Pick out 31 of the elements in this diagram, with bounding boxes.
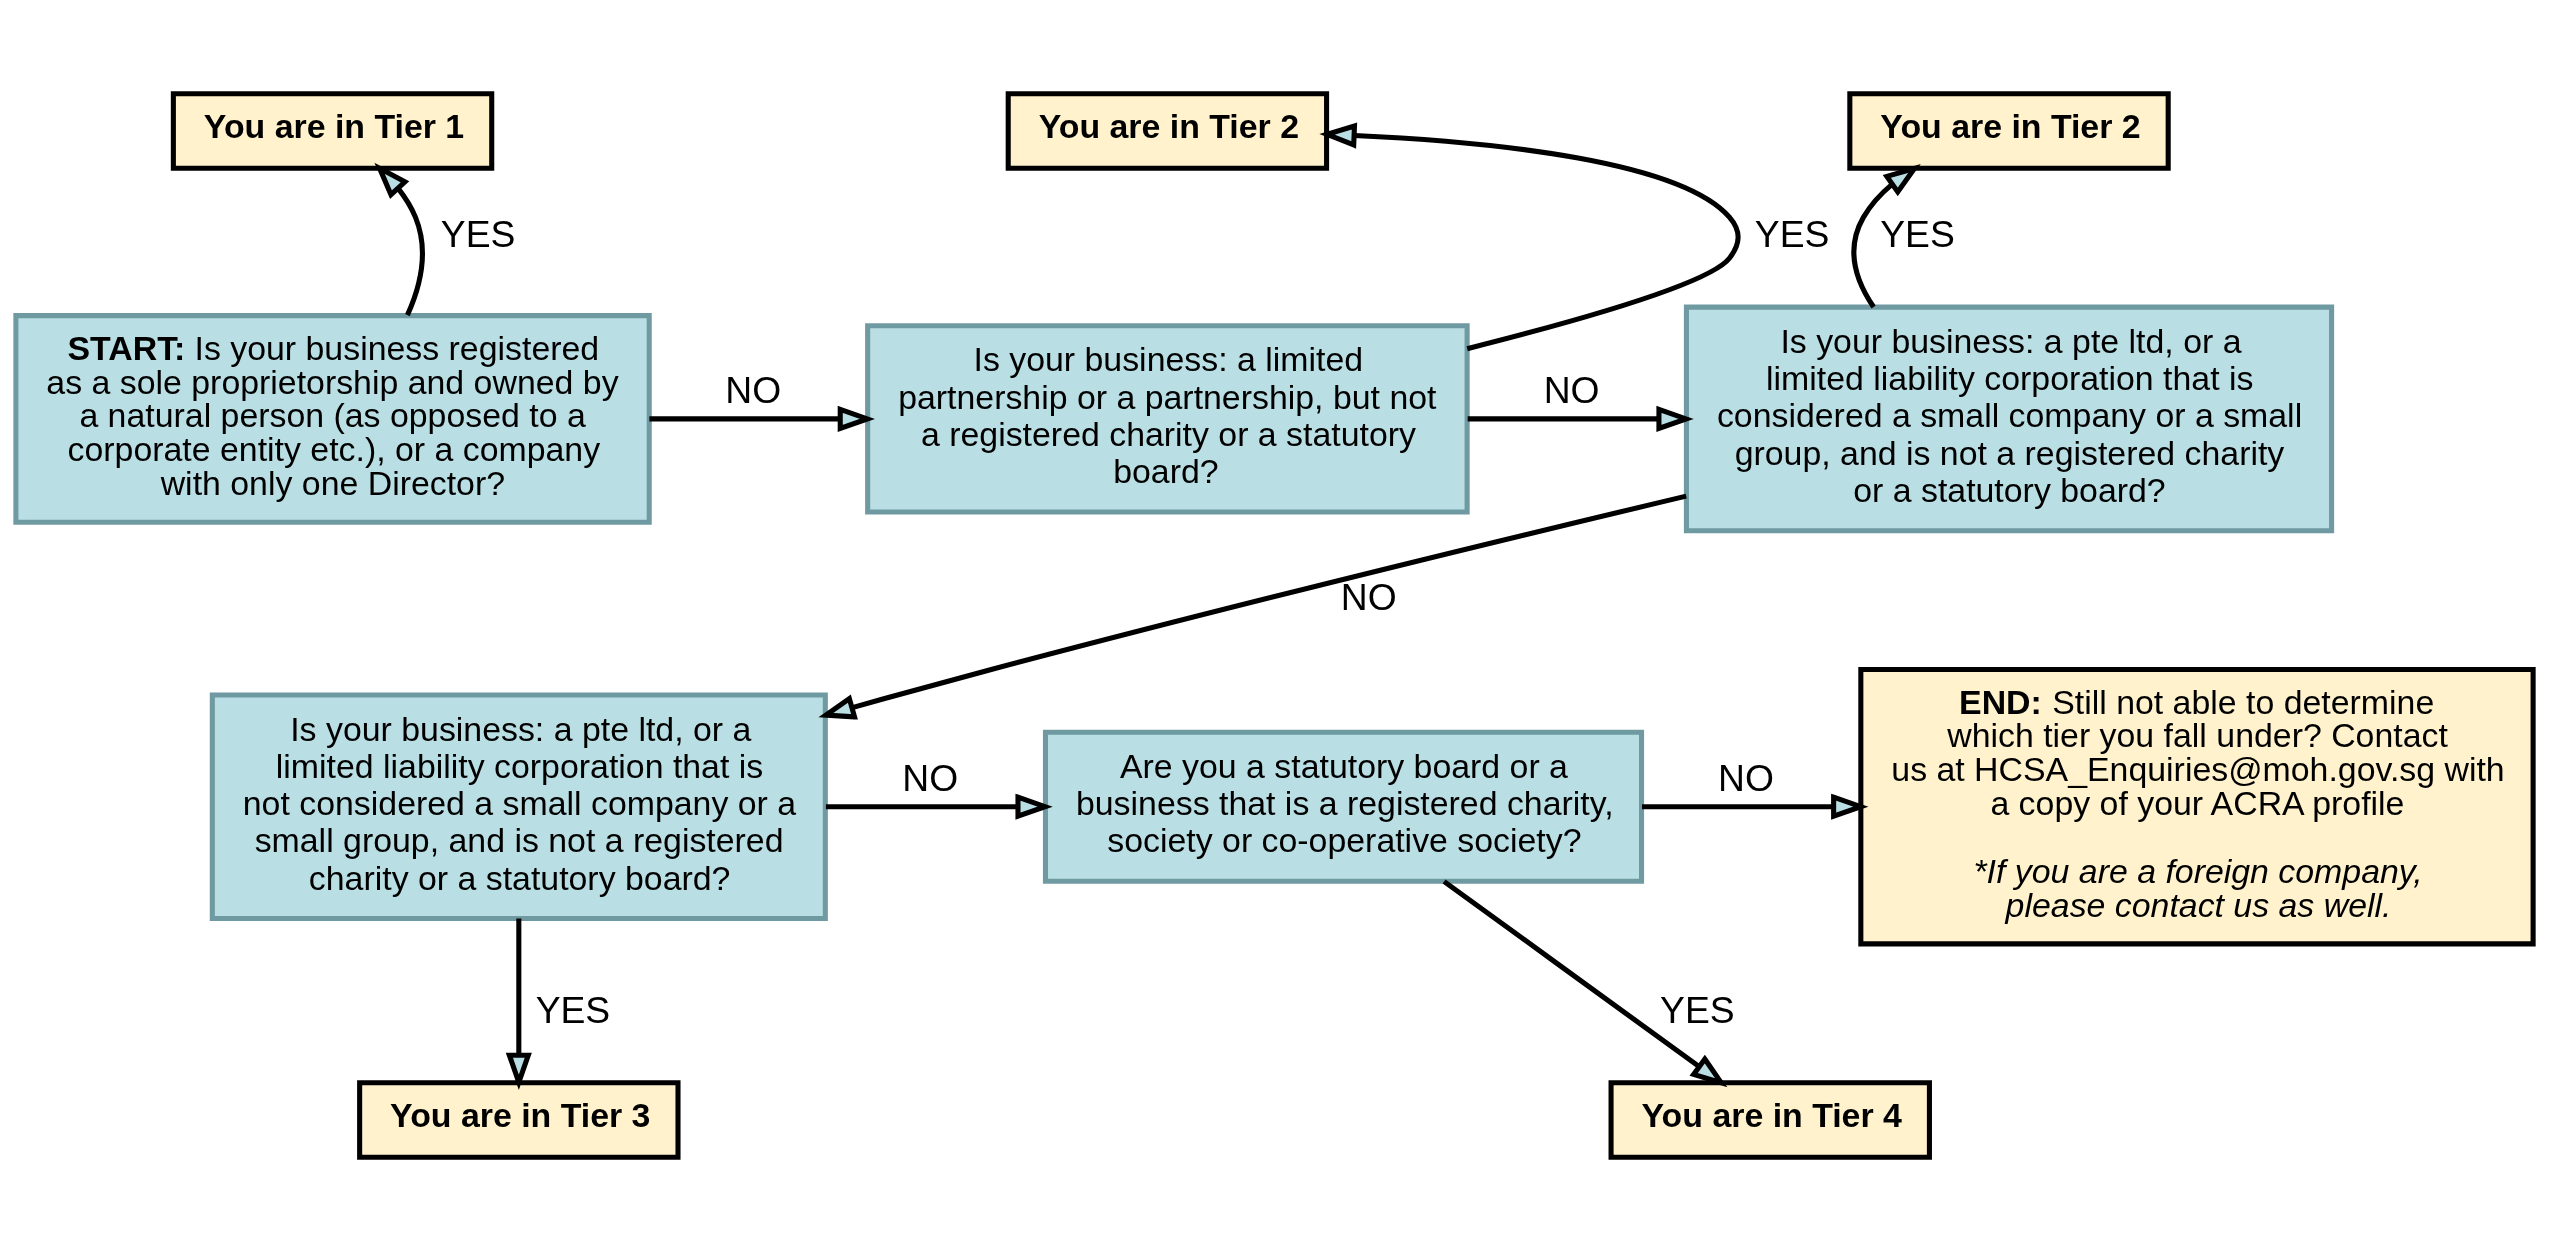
node-box: Is your business: a pte ltd, or a limited liability corporation that is not considered a small company or a small group, and is not a registered charity or a statutory board? — [209, 691, 828, 921]
edge-label: NO — [1543, 368, 1600, 411]
edge-label: YES — [535, 988, 611, 1031]
arrow — [818, 493, 1687, 720]
edge-label: NO — [725, 368, 782, 411]
node-box: Is your business: a limited partnership or a partnership, but not a registered charity or a statutory board? — [865, 322, 1470, 515]
arrow — [1319, 122, 1741, 351]
node-box: You are in Tier 2 — [1847, 90, 2171, 171]
edge-label: YES — [1660, 988, 1735, 1031]
edge-label: NO — [1340, 575, 1397, 618]
edge-label: YES — [1754, 212, 1830, 255]
node-box: You are in Tier 3 — [357, 1079, 681, 1160]
arrow — [374, 162, 425, 316]
node-box: START: Is your business registered as a sole proprietorship and owned by a natural person (as opposed to a corporate entity etc.), or a company with only one Director? — [13, 312, 652, 525]
node-box: You are in Tier 4 — [1608, 1079, 1932, 1160]
arrow — [1442, 878, 1728, 1087]
edge-label: NO — [1718, 756, 1774, 799]
node-box: Are you a statutory board or a business that is a registered charity, society or co-operative society? — [1042, 729, 1645, 884]
arrow — [649, 405, 875, 432]
edge-label: YES — [1880, 212, 1955, 255]
edge-label: YES — [440, 212, 516, 255]
edge-label: NO — [902, 756, 959, 799]
arrow — [1642, 793, 1869, 820]
node-box: END: Still not able to determine which tier you fall under? Contact us at HCSA_Enquiries@moh.gov.sg with a copy of your ACRA profile *If you are a foreign company, please contact us as well. — [1858, 666, 2536, 946]
node-box: You are in Tier 2 — [1005, 90, 1330, 171]
arrow — [1467, 405, 1694, 432]
node-box: You are in Tier 1 — [170, 90, 495, 171]
arrow — [825, 793, 1053, 820]
arrow — [1851, 163, 1921, 308]
arrow — [505, 918, 532, 1090]
node-box: Is your business: a pte ltd, or a limited liability corporation that is considered a small company or a small group, and is not a registered charity or a statutory board? — [1683, 304, 2335, 533]
